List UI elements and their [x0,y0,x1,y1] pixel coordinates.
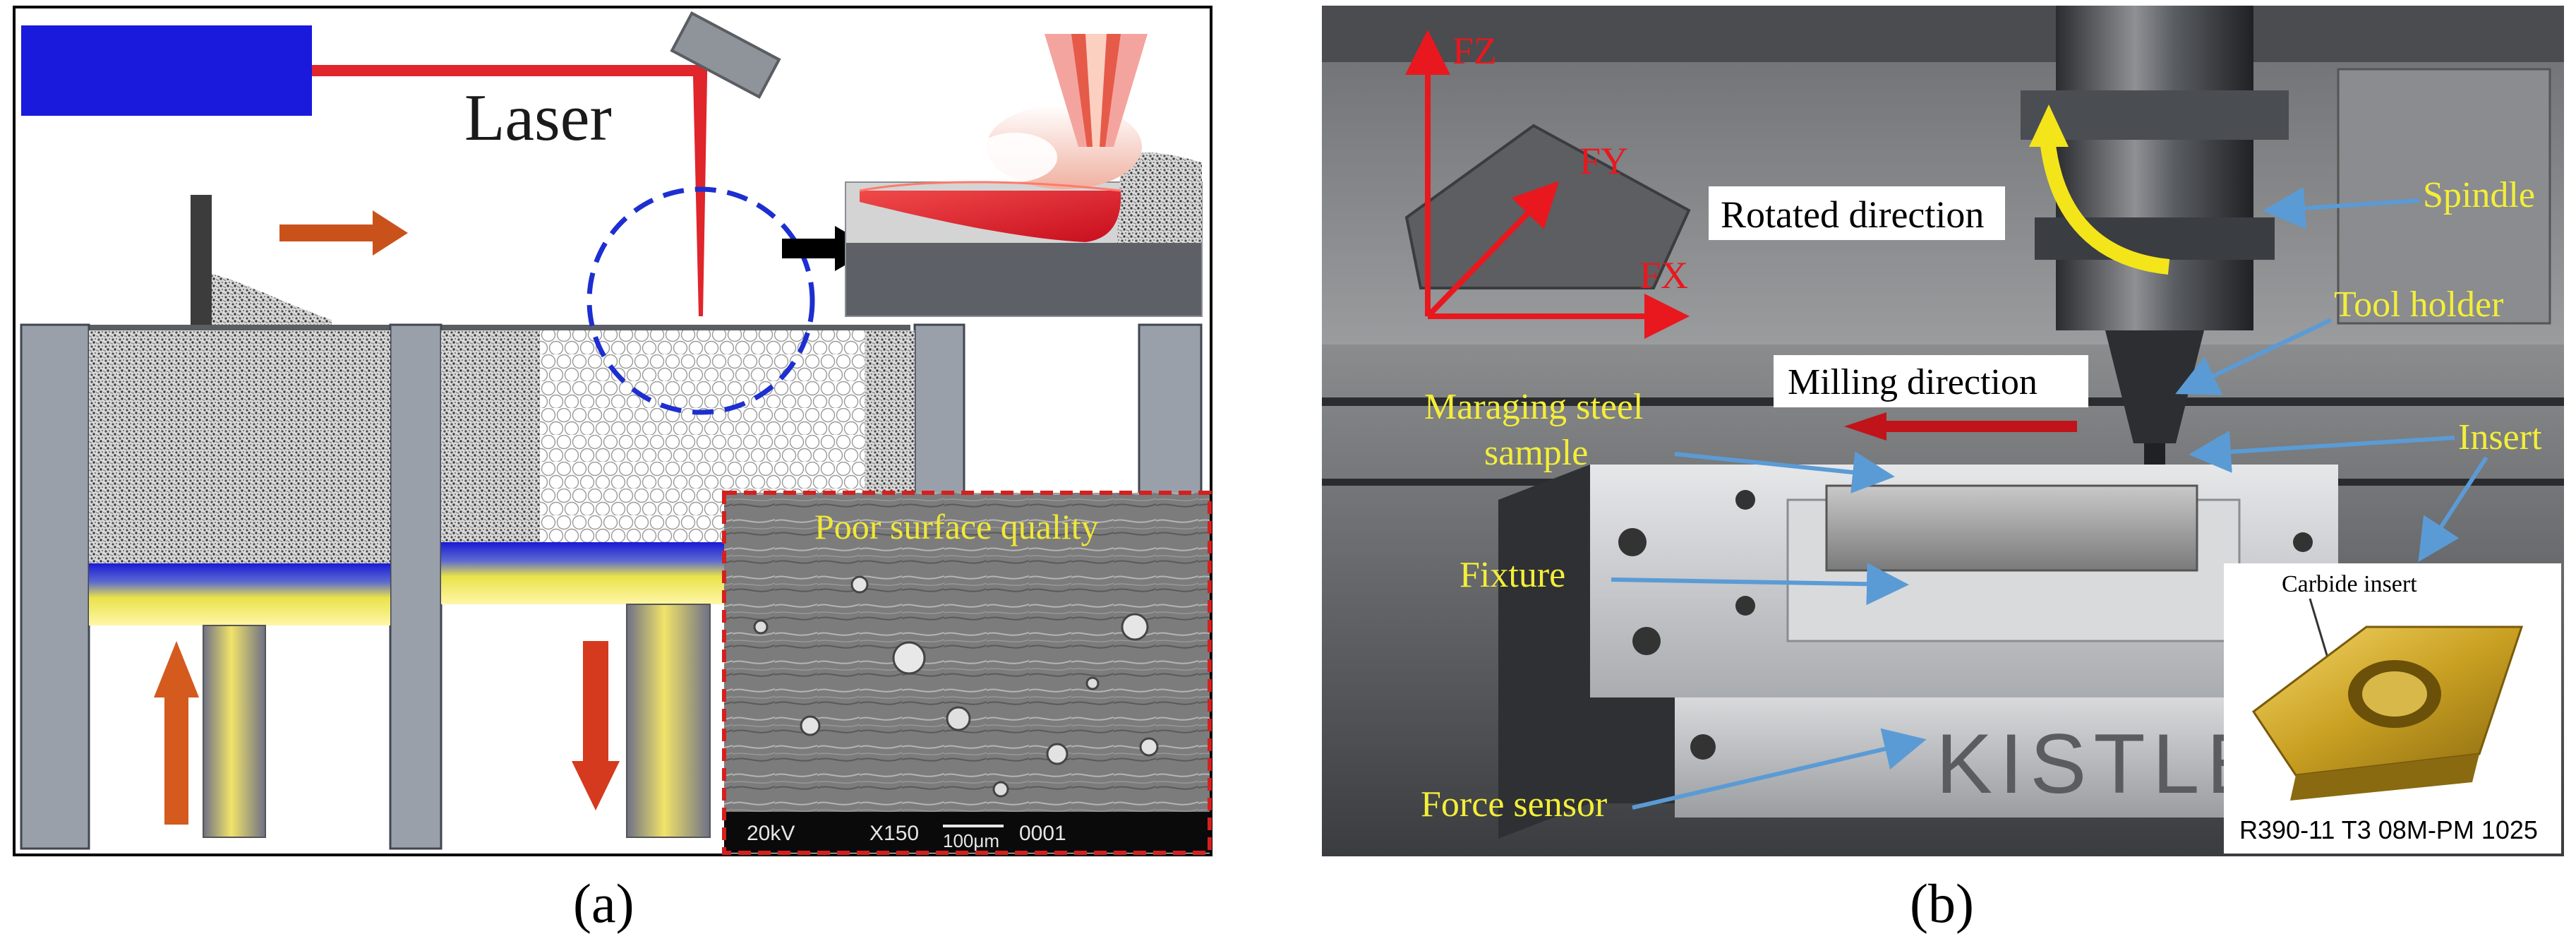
tool-holder-label: Tool holder [2334,285,2503,325]
spindle-leader [2263,186,2420,229]
left-wall [20,323,90,850]
sem-frame: 0001 [1019,822,1066,845]
caption-b: (b) [1910,873,1974,934]
axis-fy-label: FY [1579,140,1628,182]
carbide-insert-illustration [2251,625,2524,801]
carbide-insert-inset: Carbide insert R390-11 T3 08M-PM 1025 [2224,563,2561,854]
force-sensor-block [1675,697,2268,818]
carbide-insert-code: R390-11 T3 08M-PM 1025 [2239,815,2538,844]
sem-inset: 20kV X150 100μm 0001 [722,491,1212,855]
fixture-leader [1611,563,1909,606]
sample-label-line2: sample [1484,433,1588,473]
center-wall-1 [389,323,443,850]
laser-source-box [21,25,312,116]
insert-leader-1 [2189,431,2455,473]
insert-leader-2 [2418,456,2488,563]
rotated-direction-box [1709,186,2005,240]
scanning-mirror [670,11,781,100]
panel-a-diagram: Laser [13,6,1212,856]
axis-system [1405,30,1690,339]
zoom-arrow-shaft [782,239,838,258]
supply-up-arrow [154,641,199,825]
insert-label: Insert [2458,417,2542,457]
fixture-label: Fixture [1459,555,1565,595]
laser-beam-vertical [693,76,707,316]
rotated-direction-label: Rotated direction [1721,193,1984,236]
recoater-motion-arrow [279,210,408,256]
force-sensor-label: Force sensor [1421,784,1607,825]
milling-direction-label: Milling direction [1788,362,2038,402]
laser-beam-horizontal [312,65,707,76]
panel-b-photo: KISTLER FZ FY FX Rotated direction Spind… [1322,6,2564,856]
carbide-insert-title: Carbide insert [2282,571,2417,597]
supply-piston [203,625,266,838]
powder-supply-bed [89,330,390,563]
axis-fz-label: FZ [1452,30,1497,72]
sample-label-line1: Maraging steel [1424,387,1643,427]
milling-direction-box [1774,355,2088,407]
laser-label: Laser [464,81,612,155]
force-sensor-leader [1632,728,1927,810]
sem-magnification: X150 [869,822,919,845]
poor-surface-quality-label: Poor surface quality [814,507,1099,546]
supply-platform [89,563,390,625]
caption-a: (a) [573,873,634,934]
spindle-label: Spindle [2423,175,2535,215]
build-down-arrow [572,641,620,810]
zoom-circle [586,186,815,415]
recoater-blade [191,195,212,328]
sem-voltage: 20kV [747,822,795,845]
maraging-steel-sample [1825,484,2198,572]
build-platform-top [28,325,910,330]
rotation-arrow [2040,138,2170,275]
sample-leader [1674,451,1895,493]
build-powder-left [441,330,540,542]
powder-pile [212,274,332,328]
build-piston [626,604,711,838]
sem-scale: 100μm [943,830,999,851]
milling-direction-arrow [1844,412,2077,441]
spindle-body [2056,6,2253,330]
melt-pool-zoom [845,34,1203,317]
axis-fx-label: FX [1639,254,1688,297]
tool-holder-leader [2175,318,2333,395]
